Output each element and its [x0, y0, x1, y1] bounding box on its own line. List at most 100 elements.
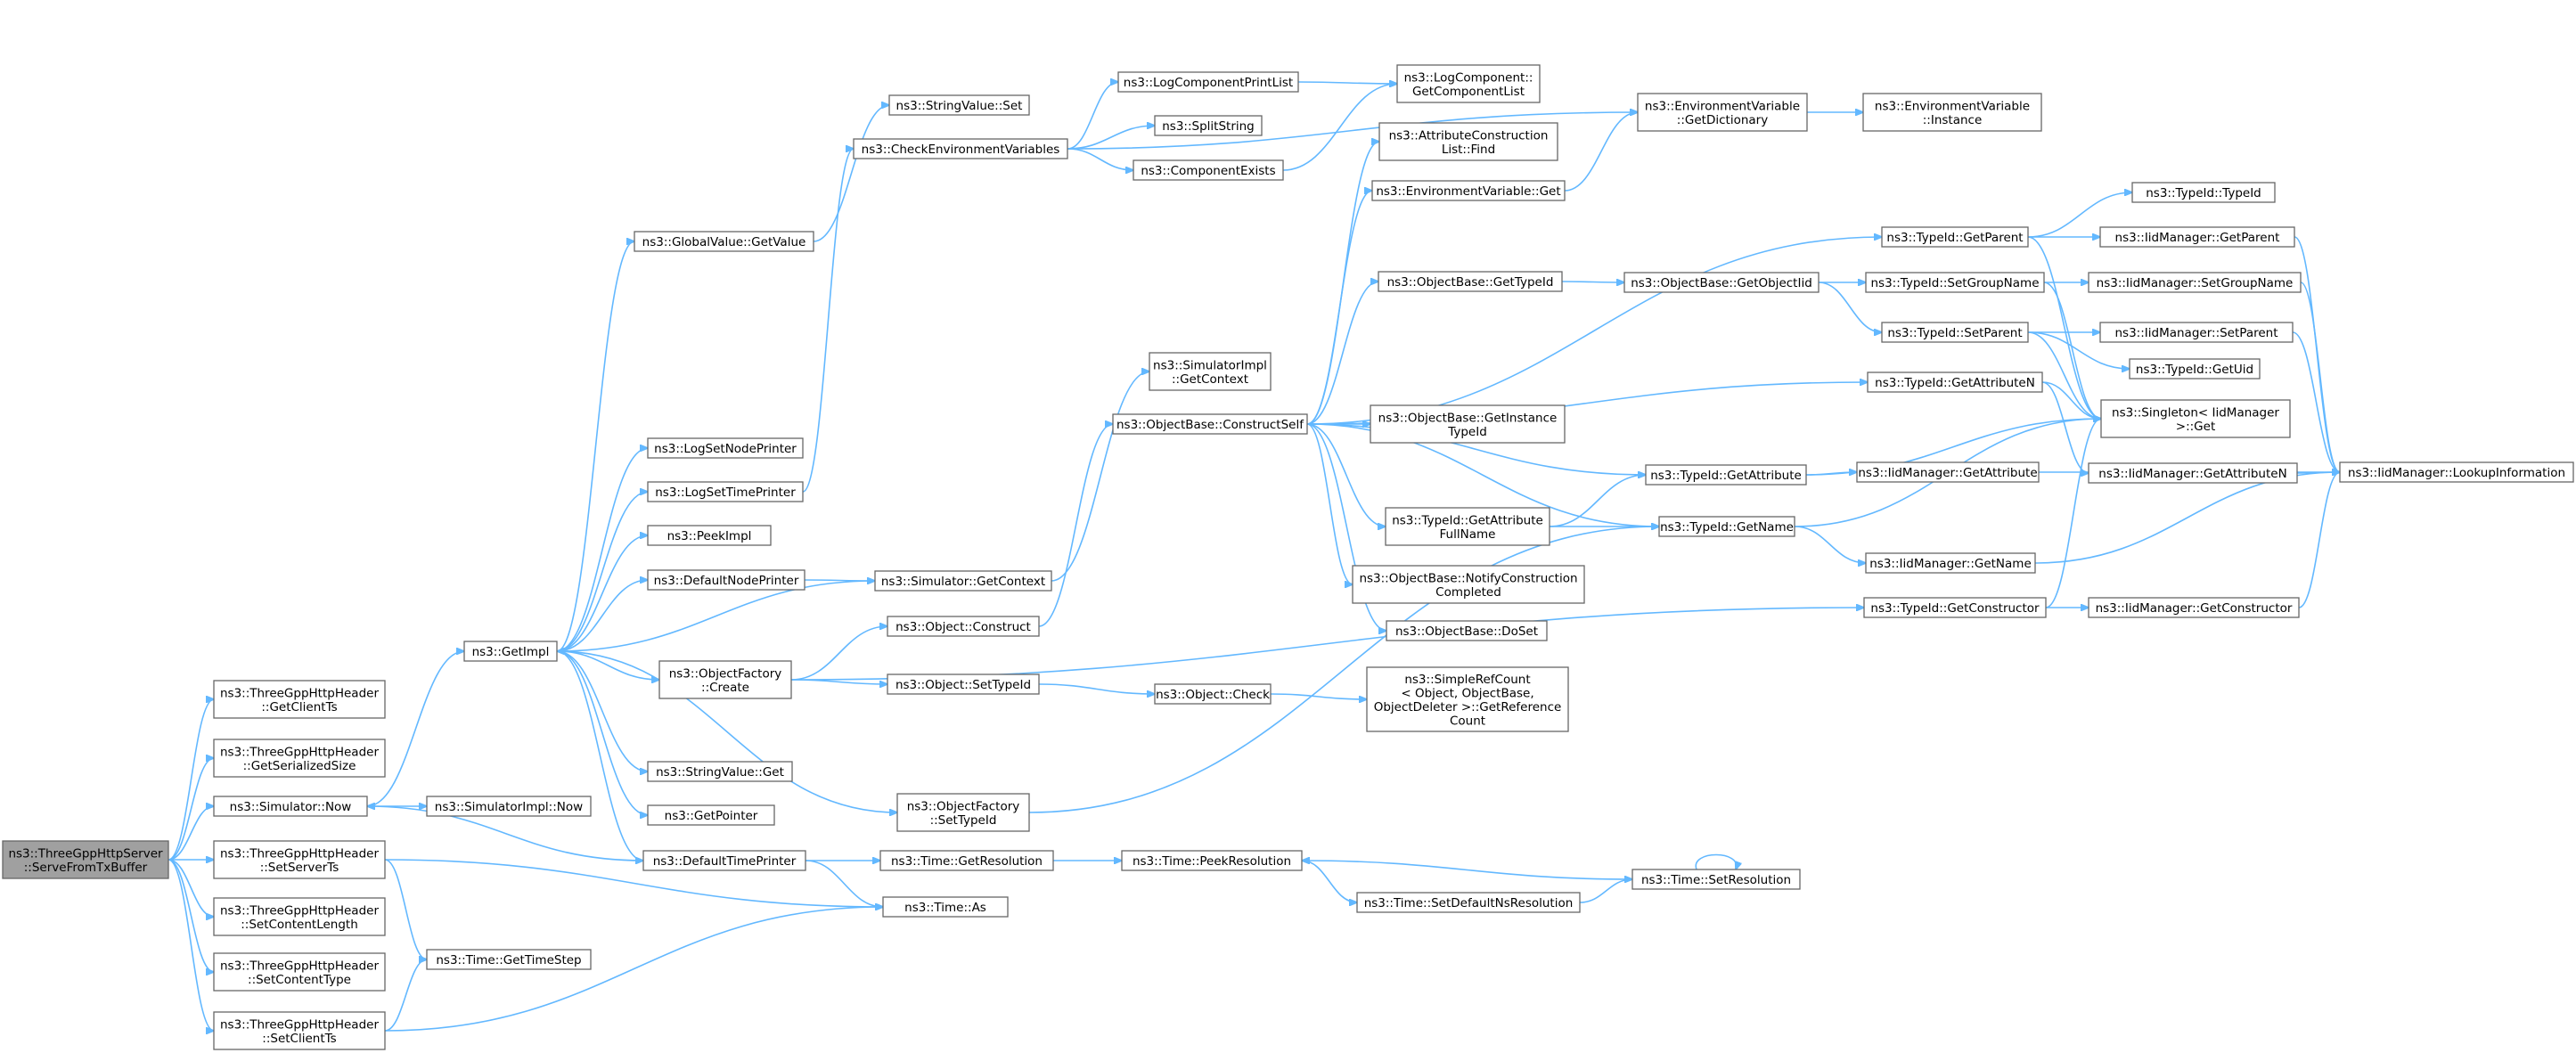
node-box: [213, 897, 386, 936]
edge-typeIdGetAttributeFullName-to-typeIdGetAttribute: [1549, 475, 1646, 527]
node-box: [1370, 404, 1566, 444]
function-node[interactable]: ns3::IidManager::SetGroupName: [2088, 272, 2302, 293]
function-node[interactable]: ns3::EnvironmentVariable::GetDictionary: [1637, 93, 1808, 132]
function-node[interactable]: ns3::LogSetTimePrinter: [647, 481, 804, 502]
function-node[interactable]: ns3::ObjectBase::GetTypeId: [1378, 271, 1563, 292]
node-box: [1396, 64, 1541, 103]
edge-typeIdSetParent-to-typeIdGetUid: [2027, 331, 2130, 369]
edge-iidMgrGetName-to-iidMgrLookupInformation: [2034, 472, 2340, 564]
function-node[interactable]: ns3::Simulator::Now: [213, 796, 368, 817]
function-node[interactable]: ns3::GetImpl: [463, 641, 558, 662]
function-node[interactable]: ns3::DefaultNodePrinter: [647, 569, 806, 591]
function-node[interactable]: ns3::LogComponentPrintList: [1117, 71, 1299, 93]
function-node[interactable]: ns3::TypeId::SetGroupName: [1865, 272, 2045, 293]
function-node[interactable]: ns3::Time::PeekResolution: [1121, 850, 1303, 871]
function-node[interactable]: ns3::ObjectBase::GetObjectIid: [1623, 272, 1820, 293]
function-node[interactable]: ns3::DefaultTimePrinter: [642, 850, 806, 871]
node-label: ns3::ThreeGppHttpHeader::GetSerializedSi…: [220, 745, 379, 773]
function-node[interactable]: ns3::Time::GetTimeStep: [426, 949, 592, 970]
function-node[interactable]: ns3::ObjectFactory::SetTypeId: [896, 793, 1030, 832]
function-node[interactable]: ns3::IidManager::GetParent: [2099, 226, 2295, 248]
function-node[interactable]: ns3::ThreeGppHttpHeader::SetServerTs: [213, 840, 386, 879]
node-label: ns3::Time::SetDefaultNsResolution: [1364, 896, 1574, 910]
function-node[interactable]: ns3::ObjectBase::ConstructSelf: [1112, 413, 1308, 435]
function-node[interactable]: ns3::TypeId::GetConstructor: [1863, 597, 2047, 618]
function-node[interactable]: ns3::ComponentExists: [1133, 159, 1284, 181]
function-node[interactable]: ns3::SimpleRefCount< Object, ObjectBase,…: [1366, 666, 1569, 732]
function-node[interactable]: ns3::TypeId::GetAttribute: [1645, 464, 1807, 486]
edge-root-to-hdrGetClientTs: [168, 699, 214, 861]
function-node[interactable]: ns3::LogSetNodePrinter: [647, 437, 804, 459]
function-node[interactable]: ns3::GlobalValue::GetValue: [634, 231, 814, 252]
function-node[interactable]: ns3::IidManager::GetAttributeN: [2088, 462, 2298, 484]
function-node[interactable]: ns3::TypeId::GetName: [1658, 516, 1795, 537]
node-label: ns3::TypeId::GetAttributeN: [1875, 376, 2035, 390]
node-box: [2, 840, 169, 879]
function-node[interactable]: ns3::ThreeGppHttpHeader::SetClientTs: [213, 1011, 386, 1050]
function-node[interactable]: ns3::TypeId::GetParent: [1881, 226, 2029, 248]
edge-root-to-hdrGetSerializedSize: [168, 758, 214, 861]
function-node[interactable]: ns3::Object::Check: [1154, 683, 1272, 705]
function-node[interactable]: ns3::StringValue::Set: [888, 94, 1030, 116]
node-label: ns3::Time::GetResolution: [891, 854, 1043, 869]
edge-constructSelf-to-objectBaseDoSet: [1306, 423, 1386, 631]
function-node[interactable]: ns3::ThreeGppHttpHeader::GetClientTs: [213, 680, 386, 719]
function-node[interactable]: ns3::SimulatorImpl::GetContext: [1149, 352, 1272, 391]
edge-logComponentPrintList-to-logComponentGetComponentList: [1297, 82, 1397, 84]
node-label: ns3::ThreeGppHttpHeader::SetServerTs: [220, 846, 379, 875]
root-node[interactable]: ns3::ThreeGppHttpServer::ServeFromTxBuff…: [2, 840, 169, 879]
function-node[interactable]: ns3::ThreeGppHttpHeader::SetContentLengt…: [213, 897, 386, 936]
function-node[interactable]: ns3::EnvironmentVariable::Instance: [1862, 93, 2042, 132]
edge-typeIdSetGroupName-to-singletonGet: [2043, 282, 2101, 419]
function-node[interactable]: ns3::GetPointer: [647, 804, 775, 826]
function-node[interactable]: ns3::TypeId::SetParent: [1881, 322, 2029, 343]
function-node[interactable]: ns3::StringValue::Get: [647, 761, 793, 782]
node-label: ns3::ObjectFactory::Create: [669, 666, 782, 695]
function-node[interactable]: ns3::ThreeGppHttpHeader::GetSerializedSi…: [213, 739, 386, 778]
function-node[interactable]: ns3::ThreeGppHttpHeader::SetContentType: [213, 952, 386, 992]
edge-constructSelf-to-envVarGet: [1306, 191, 1372, 425]
function-node[interactable]: ns3::TypeId::GetUid: [2129, 358, 2261, 380]
edge-typeIdGetParent-to-singletonGet: [2027, 236, 2101, 419]
function-node[interactable]: ns3::IidManager::GetAttribute: [1856, 461, 2040, 483]
function-node[interactable]: ns3::ObjectBase::DoSet: [1386, 620, 1548, 641]
function-node[interactable]: ns3::Time::GetResolution: [879, 850, 1054, 871]
node-label: ns3::IidManager::GetParent: [2115, 231, 2280, 245]
function-node[interactable]: ns3::SimulatorImpl::Now: [426, 796, 592, 817]
function-node[interactable]: ns3::EnvironmentVariable::Get: [1371, 180, 1566, 201]
function-node[interactable]: ns3::SplitString: [1154, 115, 1263, 136]
edge-getImpl-to-logSetNodePrinter: [556, 448, 648, 652]
edge-getImpl-to-objectFactorySetTypeId: [556, 650, 897, 812]
edge-constructSelf-to-typeIdGetAttribute: [1306, 423, 1646, 475]
function-node[interactable]: ns3::Time::SetDefaultNsResolution: [1356, 892, 1581, 913]
function-node[interactable]: ns3::IidManager::LookupInformation: [2339, 461, 2574, 483]
function-node[interactable]: ns3::TypeId::GetAttributeN: [1867, 371, 2043, 393]
function-node[interactable]: ns3::Singleton< IidManager>::Get: [2100, 399, 2291, 438]
function-node[interactable]: ns3::Time::SetResolution: [1631, 869, 1801, 890]
function-node[interactable]: ns3::Simulator::GetContext: [874, 570, 1052, 592]
node-label: ns3::TypeId::GetConstructor: [1870, 601, 2040, 616]
function-node[interactable]: ns3::IidManager::GetConstructor: [2088, 597, 2300, 618]
function-node[interactable]: ns3::ObjectFactory::Create: [658, 660, 792, 699]
node-box: [647, 525, 772, 546]
edge-getImpl-to-getPointer: [556, 650, 648, 815]
function-node[interactable]: ns3::IidManager::SetParent: [2099, 322, 2294, 343]
node-label: ns3::Object::Check: [1156, 688, 1270, 702]
function-node[interactable]: ns3::PeekImpl: [647, 525, 772, 546]
function-node[interactable]: ns3::Time::As: [882, 896, 1009, 918]
edge-typeIdGetParent-to-typeIdTypeId: [2027, 192, 2132, 238]
edge-getImpl-to-globalValueGetValue: [556, 241, 634, 652]
node-box: [896, 793, 1030, 832]
function-node[interactable]: ns3::Object::Construct: [887, 616, 1040, 637]
function-node[interactable]: ns3::CheckEnvironmentVariables: [853, 138, 1068, 159]
function-node[interactable]: ns3::IidManager::GetName: [1865, 552, 2036, 574]
function-node[interactable]: ns3::Object::SetTypeId: [887, 673, 1040, 695]
function-node[interactable]: ns3::TypeId::TypeId: [2131, 182, 2276, 203]
function-node[interactable]: ns3::LogComponent::GetComponentList: [1396, 64, 1541, 103]
